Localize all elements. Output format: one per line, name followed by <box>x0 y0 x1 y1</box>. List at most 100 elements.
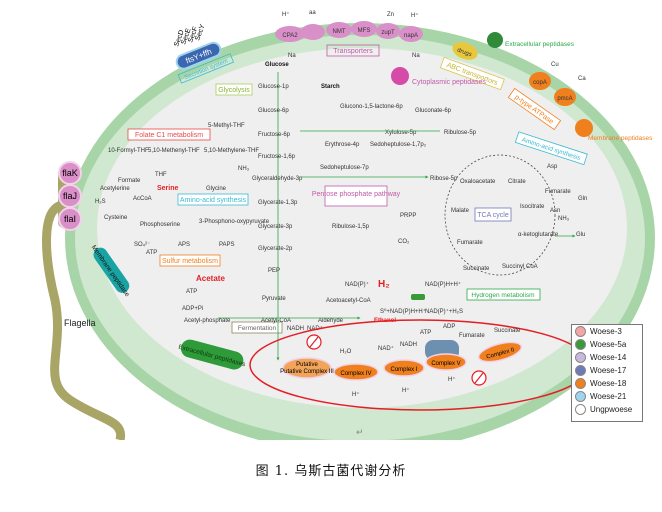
svg-text:Acetate: Acetate <box>196 274 225 283</box>
svg-text:Glucono-1,5-lactone-6p: Glucono-1,5-lactone-6p <box>340 104 403 110</box>
flagella-genes: flaK flaJ flaI <box>58 161 82 231</box>
svg-text:Succinate: Succinate <box>494 328 521 334</box>
svg-text:drugs: drugs <box>456 47 472 58</box>
glycolysis-metabolites: Glucose Glucose-1p Glucose-6p Fructose-6… <box>252 62 340 302</box>
svg-text:Starch: Starch <box>321 84 340 90</box>
svg-text:ATP: ATP <box>186 289 197 295</box>
svg-text:ATP: ATP <box>146 250 157 256</box>
svg-text:aa: aa <box>309 10 316 16</box>
svg-text:Malate: Malate <box>451 208 470 214</box>
svg-text:Glucose-6p: Glucose-6p <box>258 108 289 114</box>
respiratory-complexes: Putative Putative Complex III Complex IV… <box>280 340 523 381</box>
legend-item: Woese-17 <box>575 364 642 377</box>
transporters-label: Transporters <box>333 48 373 55</box>
svg-text:Extracellular peptidases: Extracellular peptidases <box>505 41 575 48</box>
legend-swatch <box>575 404 586 415</box>
svg-text:Ribulose-5p: Ribulose-5p <box>444 130 477 136</box>
svg-text:Succinate: Succinate <box>463 266 490 272</box>
svg-text:Na: Na <box>412 53 420 59</box>
svg-text:Zn: Zn <box>387 12 394 18</box>
svg-text:Phosphoserine: Phosphoserine <box>140 222 181 228</box>
svg-text:Ca: Ca <box>578 76 586 82</box>
svg-text:Erythrose-4p: Erythrose-4p <box>325 142 360 148</box>
svg-text:Ribose-5p: Ribose-5p <box>430 176 458 182</box>
gene-flak: flaK <box>62 168 78 178</box>
svg-text:Aldehyde: Aldehyde <box>318 318 344 324</box>
svg-text:Glyceraldehyde-3p: Glyceraldehyde-3p <box>252 176 303 182</box>
paragraph-mark: ↵ <box>356 427 364 437</box>
svg-text:MFS: MFS <box>358 28 371 34</box>
svg-text:Glu: Glu <box>576 232 585 238</box>
amino-acid-label-left: Amino-acid synthesis <box>180 197 247 204</box>
svg-text:Fumarate: Fumarate <box>545 189 571 195</box>
svg-text:Fumarate: Fumarate <box>459 333 485 339</box>
svg-text:Glucose-1p: Glucose-1p <box>258 84 289 90</box>
legend-item: Ungpwoese <box>575 403 642 416</box>
legend-item: Woese-21 <box>575 390 642 403</box>
gene-flaj: flaJ <box>63 191 77 201</box>
tca-label: TCA cycle <box>477 212 509 219</box>
svg-text:Citrate: Citrate <box>508 179 526 185</box>
svg-text:α-ketoglutarate: α-ketoglutarate <box>518 232 559 238</box>
fermentation-label: Fermentation <box>238 325 277 332</box>
legend-swatch <box>575 326 586 337</box>
svg-text:H₂O: H₂O <box>340 349 352 355</box>
sulfur-label: Sulfur metabolism <box>162 258 218 265</box>
svg-text:Fructose-6p: Fructose-6p <box>258 132 291 138</box>
membrane-peptidase-icon <box>575 119 593 137</box>
svg-text:NADH: NADH <box>400 342 417 348</box>
pentose-label: Pentose phosphate pathway <box>312 191 401 198</box>
copa <box>529 72 551 90</box>
svg-text:Acetyl-phosphate: Acetyl-phosphate <box>184 318 231 324</box>
svg-text:THF: THF <box>155 172 167 178</box>
cytoplasmic-peptidase-icon <box>391 67 409 85</box>
svg-text:Succinyl CoA: Succinyl CoA <box>502 264 538 270</box>
svg-text:ADP+Pi: ADP+Pi <box>182 306 203 312</box>
svg-text:Glucose: Glucose <box>265 62 289 68</box>
amino-right-metabolites: Asp Fumarate Gln Glu NH₃ Asn <box>545 164 587 238</box>
extracellular-peptidase-icon <box>487 32 503 48</box>
svg-text:Cu: Cu <box>551 62 559 68</box>
glycolysis-label: Glycolysis <box>218 87 250 94</box>
svg-text:PRPP: PRPP <box>400 213 416 219</box>
svg-text:Isocitrate: Isocitrate <box>520 204 545 210</box>
svg-text:Asn: Asn <box>550 208 560 214</box>
svg-text:PEP: PEP <box>268 268 280 274</box>
svg-text:Sedoheptulose-7p: Sedoheptulose-7p <box>320 165 369 171</box>
svg-text:ATP: ATP <box>420 330 431 336</box>
svg-text:Glycerate-2p: Glycerate-2p <box>258 246 293 252</box>
svg-text:3-Phosphono-oxypyruvate: 3-Phosphono-oxypyruvate <box>199 219 270 225</box>
complex-v: Complex V <box>431 361 460 367</box>
svg-text:Fructose-1,6p: Fructose-1,6p <box>258 154 296 160</box>
figure-caption: 图 1. 乌斯古菌代谢分析 <box>255 464 407 479</box>
svg-text:H⁺: H⁺ <box>352 391 360 398</box>
svg-text:NADH: NADH <box>287 326 304 332</box>
legend-item: Woese-3 <box>575 325 642 338</box>
drugs-transporter <box>452 42 478 60</box>
svg-text:Putative: Putative <box>296 362 318 368</box>
svg-text:zupT: zupT <box>381 30 395 36</box>
hydrogen-label: Hydrogen metabolism <box>471 292 534 299</box>
svg-text:Cysteine: Cysteine <box>104 215 128 221</box>
legend-swatch <box>575 339 586 350</box>
amino-left-metabolites: Serine Glycine NH₃ Acetylerine AcCoA H₂S… <box>95 166 270 228</box>
svg-text:Ribulose-1,5p: Ribulose-1,5p <box>332 224 370 230</box>
sulfur-metabolites: SO₄²⁻ ATP APS PAPS <box>134 242 235 256</box>
legend-swatch <box>575 352 586 363</box>
svg-text:S⁰+NAD(P)H+H⁺: S⁰+NAD(P)H+H⁺ <box>380 308 426 315</box>
complex-iii: Putative Complex III <box>280 369 334 375</box>
svg-text:NAD⁺: NAD⁺ <box>307 325 323 332</box>
svg-text:Glycerate-1,3p: Glycerate-1,3p <box>258 200 298 206</box>
svg-text:H₂: H₂ <box>378 279 390 290</box>
svg-text:Oxaloacetate: Oxaloacetate <box>460 179 496 185</box>
svg-text:Glycerate-3p: Glycerate-3p <box>258 224 293 230</box>
svg-text:H⁺: H⁺ <box>282 11 290 18</box>
svg-text:Xylulose-5p: Xylulose-5p <box>385 130 417 136</box>
svg-text:10-Formyl-THF: 10-Formyl-THF <box>108 148 149 154</box>
legend-item: Woese-14 <box>575 351 642 364</box>
flagella-filament <box>42 200 126 442</box>
svg-text:ADP: ADP <box>443 324 455 330</box>
cell-diagram: flaK flaJ flaI Flagella ftsY+ffh Secreti… <box>42 10 655 453</box>
svg-text:NAD(P)H+H⁺: NAD(P)H+H⁺ <box>425 281 461 288</box>
